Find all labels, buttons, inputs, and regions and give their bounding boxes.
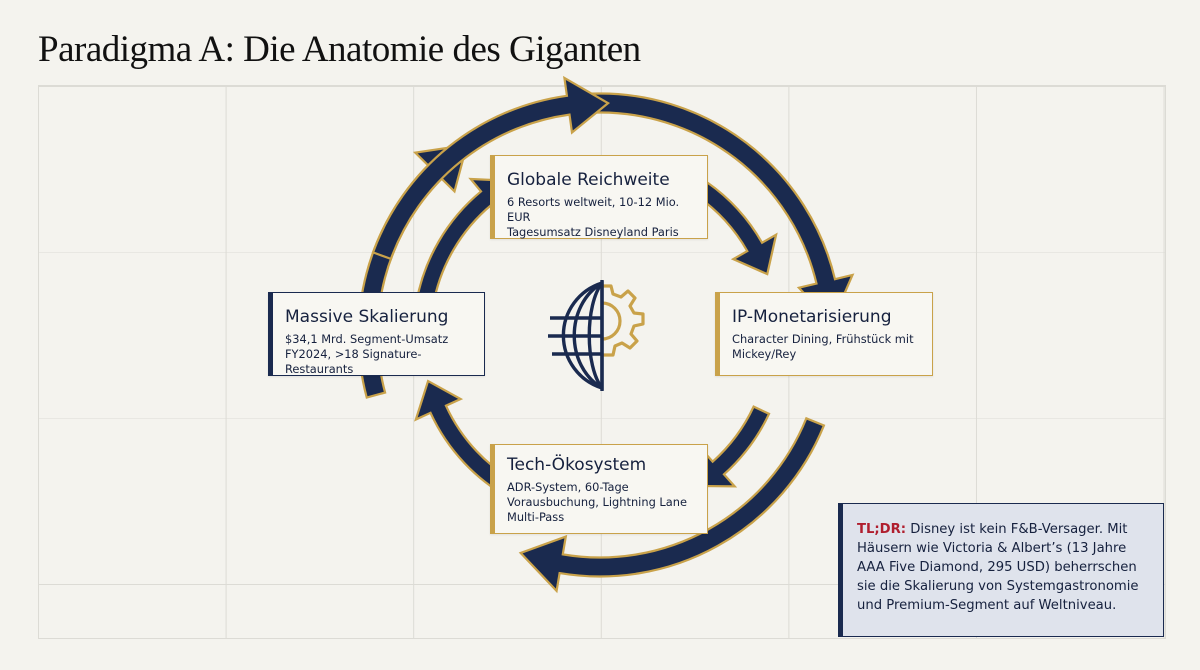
node-desc-line: 6 Resorts weltweit, 10-12 Mio. EUR [507, 195, 680, 224]
node-desc-line: Mickey/Rey [732, 347, 797, 361]
node-desc-line: Character Dining, Frühstück mit [732, 332, 914, 346]
tldr-text: Disney ist kein F&B-Versager. Mit Häuser… [857, 522, 1139, 613]
node-title: Massive Skalierung [285, 307, 449, 327]
page-title: Paradigma A: Die Anatomie des Giganten [38, 29, 641, 70]
node-desc-line: FY2024, >18 Signature-Restaurants [285, 347, 422, 376]
inner-arrow-top-right [695, 180, 778, 276]
node-tech-ecosystem: Tech-Ökosystem ADR-System, 60-Tage Vorau… [490, 444, 708, 534]
node-title: Globale Reichweite [507, 170, 670, 190]
node-title: Tech-Ökosystem [507, 455, 647, 475]
node-title: IP-Monetarisierung [732, 307, 892, 327]
tldr-label: TL;DR: [857, 522, 907, 537]
node-ip-monetization: IP-Monetarisierung Character Dining, Frü… [715, 292, 933, 376]
node-desc-line: ADR-System, 60-Tage [507, 480, 629, 494]
outer-arrow-top-left [371, 75, 611, 261]
node-desc-line: Multi-Pass [507, 510, 565, 524]
node-desc-line: Vorausbuchung, Lightning Lane [507, 495, 687, 509]
tldr-box: TL;DR: Disney ist kein F&B-Versager. Mit… [838, 503, 1164, 637]
node-massive-scaling: Massive Skalierung $34,1 Mrd. Segment-Um… [268, 292, 485, 376]
outer-arrow-bottom [518, 416, 826, 594]
node-desc-line: Tagesumsatz Disneyland Paris [507, 225, 679, 239]
node-global-reach: Globale Reichweite 6 Resorts weltweit, 1… [490, 155, 708, 239]
node-desc-line: $34,1 Mrd. Segment-Umsatz [285, 332, 449, 346]
